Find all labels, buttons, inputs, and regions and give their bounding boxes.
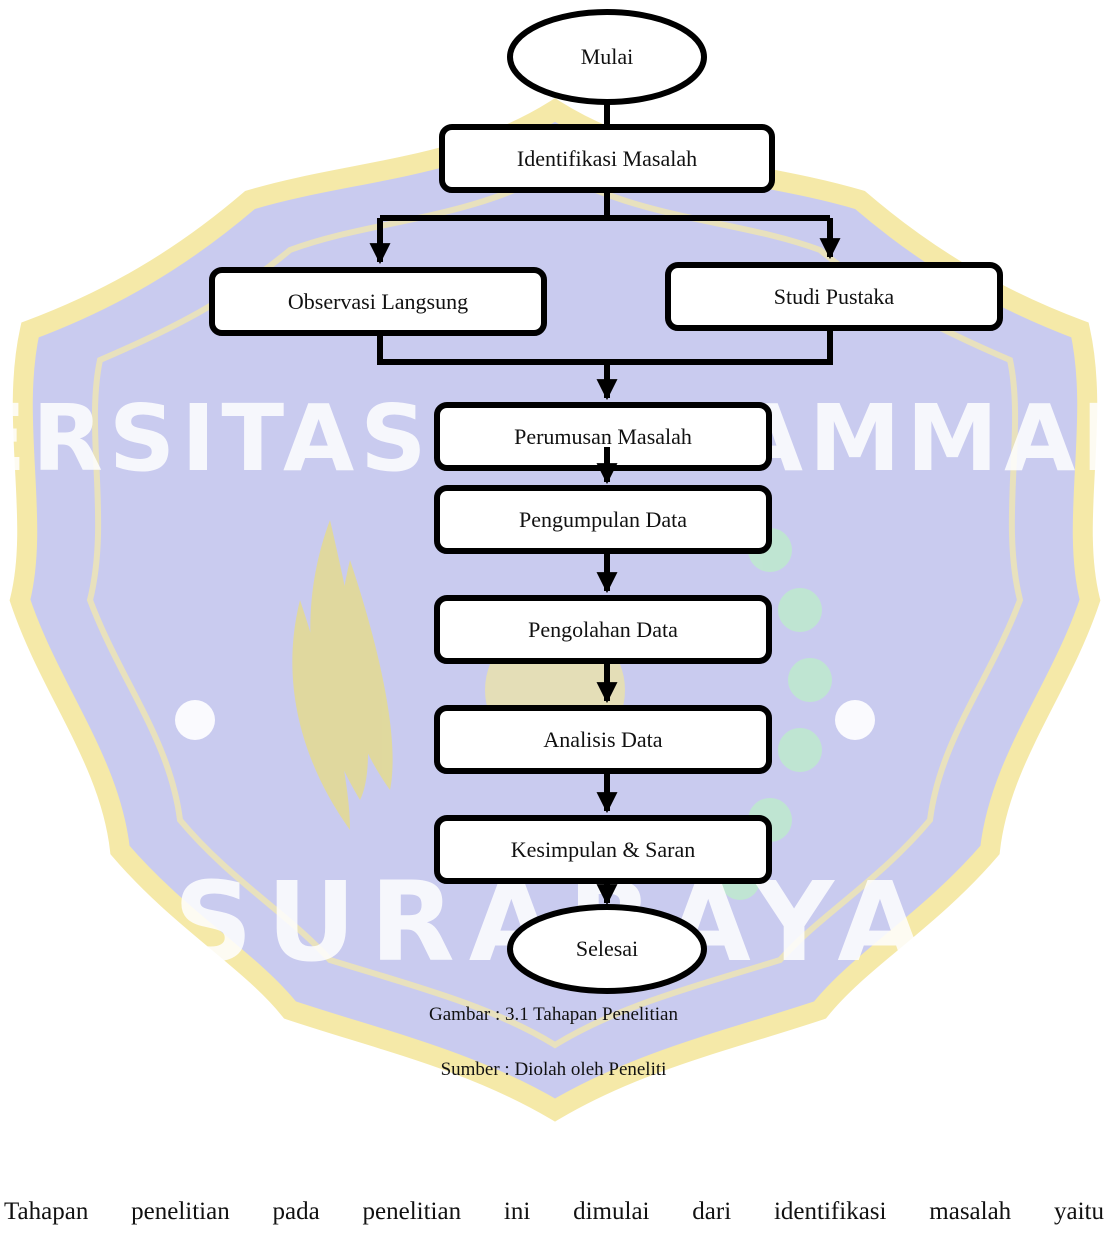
source-caption: Sumber : Diolah oleh Peneliti <box>440 1059 667 1080</box>
end-terminal-shape <box>507 904 707 994</box>
watermark-cotton-right <box>720 528 832 900</box>
formulate-label: Perumusan Masalah <box>514 424 692 449</box>
figure-caption: Gambar : 3.1 Tahapan Penelitian <box>429 1004 678 1025</box>
conclude-label: Kesimpulan & Saran <box>510 837 696 862</box>
collect-label: Pengumpulan Data <box>518 507 688 532</box>
start-label: Mulai <box>580 44 634 69</box>
identify-label: Identifikasi Masalah <box>516 146 698 171</box>
conclude-box <box>434 815 772 884</box>
watermark-wheat-left <box>292 520 393 830</box>
watermark-dots <box>175 700 875 740</box>
process-label: Pengolahan Data <box>528 617 678 642</box>
analyze-label: Analisis Data <box>543 727 663 752</box>
end-label: Selesai <box>575 936 639 961</box>
analyze-box <box>434 705 772 774</box>
literature-box <box>665 262 1003 331</box>
collect-box <box>434 485 772 554</box>
body-paragraph: Tahapan penelitian pada penelitian ini d… <box>4 1198 1104 1225</box>
observe-label: Observasi Langsung <box>287 289 469 314</box>
literature-label: Studi Pustaka <box>773 284 895 309</box>
process-box <box>434 595 772 664</box>
